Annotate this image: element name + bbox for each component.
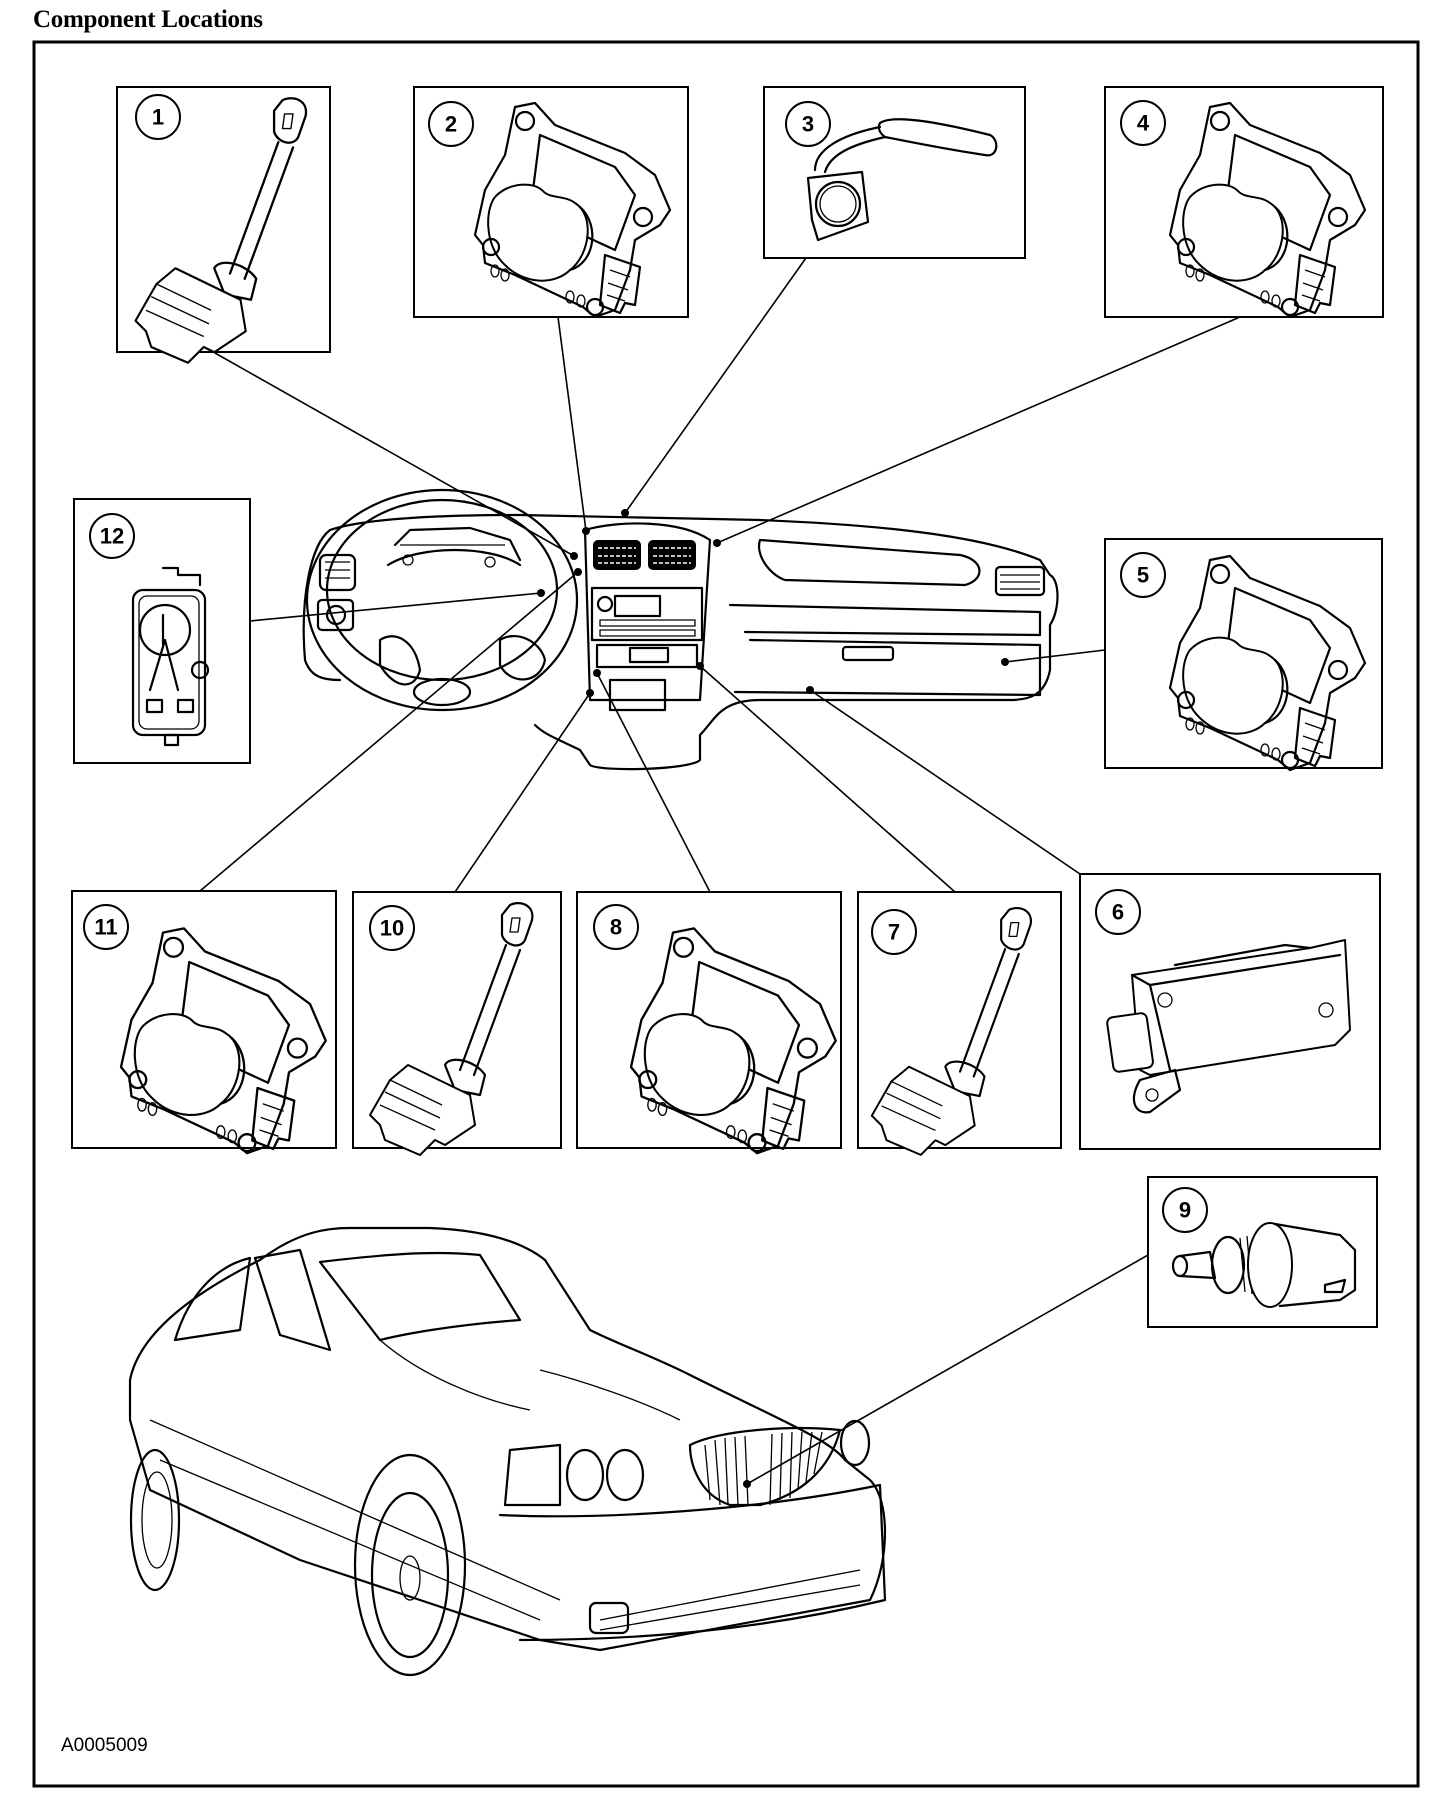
component-box-5: 5 (1104, 538, 1383, 772)
leader-line-6 (809, 689, 1081, 875)
leader-line-4 (716, 316, 1241, 544)
callout-8: 8 (610, 915, 622, 940)
callout-6-circle (1095, 889, 1141, 935)
callout-1-circle (135, 94, 181, 140)
location-dot-3 (621, 509, 629, 517)
leader-line-8 (596, 672, 711, 893)
callout-5-circle (1120, 552, 1166, 598)
leader-line-11 (199, 571, 579, 892)
component-box-10: 10 (352, 891, 562, 1157)
location-dot-10 (586, 689, 594, 697)
component-box-11: 11 (71, 890, 337, 1155)
leader-line-12 (249, 592, 542, 622)
component-box-8: 8 (576, 891, 842, 1155)
location-dot-11 (574, 568, 582, 576)
location-dot-9 (743, 1480, 751, 1488)
location-dot-4 (713, 539, 721, 547)
leader-lines (199, 257, 1241, 1485)
location-dot-1 (570, 552, 578, 560)
location-dot-7 (696, 662, 704, 670)
component-box-3: 3 (763, 86, 1026, 259)
grille (688, 1427, 842, 1507)
callout-1: 1 (152, 105, 164, 130)
callout-5: 5 (1137, 563, 1149, 588)
sedan-illustration (128, 1226, 887, 1677)
location-dot-6 (806, 686, 814, 694)
leader-line-10 (454, 692, 591, 893)
sunload-sensor-icon (806, 118, 998, 242)
leader-line-1 (214, 352, 575, 557)
figure-frame (32, 40, 1420, 1788)
callout-4: 4 (1137, 111, 1150, 136)
figure-id: A0005009 (61, 1735, 148, 1756)
callout-3: 3 (802, 112, 814, 137)
location-dot-2 (582, 527, 590, 535)
component-box-1: 1 (116, 86, 331, 364)
location-dot-5 (1001, 658, 1009, 666)
component-box-7: 7 (857, 891, 1062, 1156)
callout-6: 6 (1112, 900, 1124, 925)
callout-12-circle (89, 513, 135, 559)
callout-3-circle (785, 101, 831, 147)
callout-10: 10 (380, 916, 404, 941)
component-box-4: 4 (1104, 86, 1384, 319)
component-box-9: 9 (1147, 1176, 1378, 1328)
component-box-6: 6 (1079, 873, 1381, 1150)
leader-line-5 (1004, 649, 1106, 663)
callout-9-circle (1162, 1187, 1208, 1233)
callout-2-circle (428, 101, 474, 147)
callout-9: 9 (1179, 1198, 1191, 1223)
leader-line-2 (557, 316, 587, 532)
ambient-air-sensor-icon (1171, 1222, 1357, 1308)
control-module-icon (1106, 939, 1351, 1114)
location-dot-12 (537, 589, 545, 597)
callout-4-circle (1120, 100, 1166, 146)
leader-line-9 (746, 1254, 1149, 1485)
location-dot-8 (593, 669, 601, 677)
callout-12: 12 (100, 524, 124, 549)
callout-11: 11 (94, 915, 117, 940)
callout-7-circle (871, 909, 917, 955)
instrument-panel-illustration (302, 488, 1059, 771)
component-box-12: 12 (73, 498, 251, 764)
callout-11-circle (83, 904, 129, 950)
page-title: Component Locations (33, 6, 263, 33)
in-car-temperature-sensor-icon (131, 566, 210, 747)
callout-10-circle (369, 905, 415, 951)
leader-line-7 (699, 665, 956, 893)
callout-8-circle (593, 904, 639, 950)
leader-line-3 (624, 257, 807, 514)
callout-7: 7 (888, 920, 900, 945)
callout-2: 2 (445, 112, 457, 137)
component-box-2: 2 (413, 86, 689, 319)
